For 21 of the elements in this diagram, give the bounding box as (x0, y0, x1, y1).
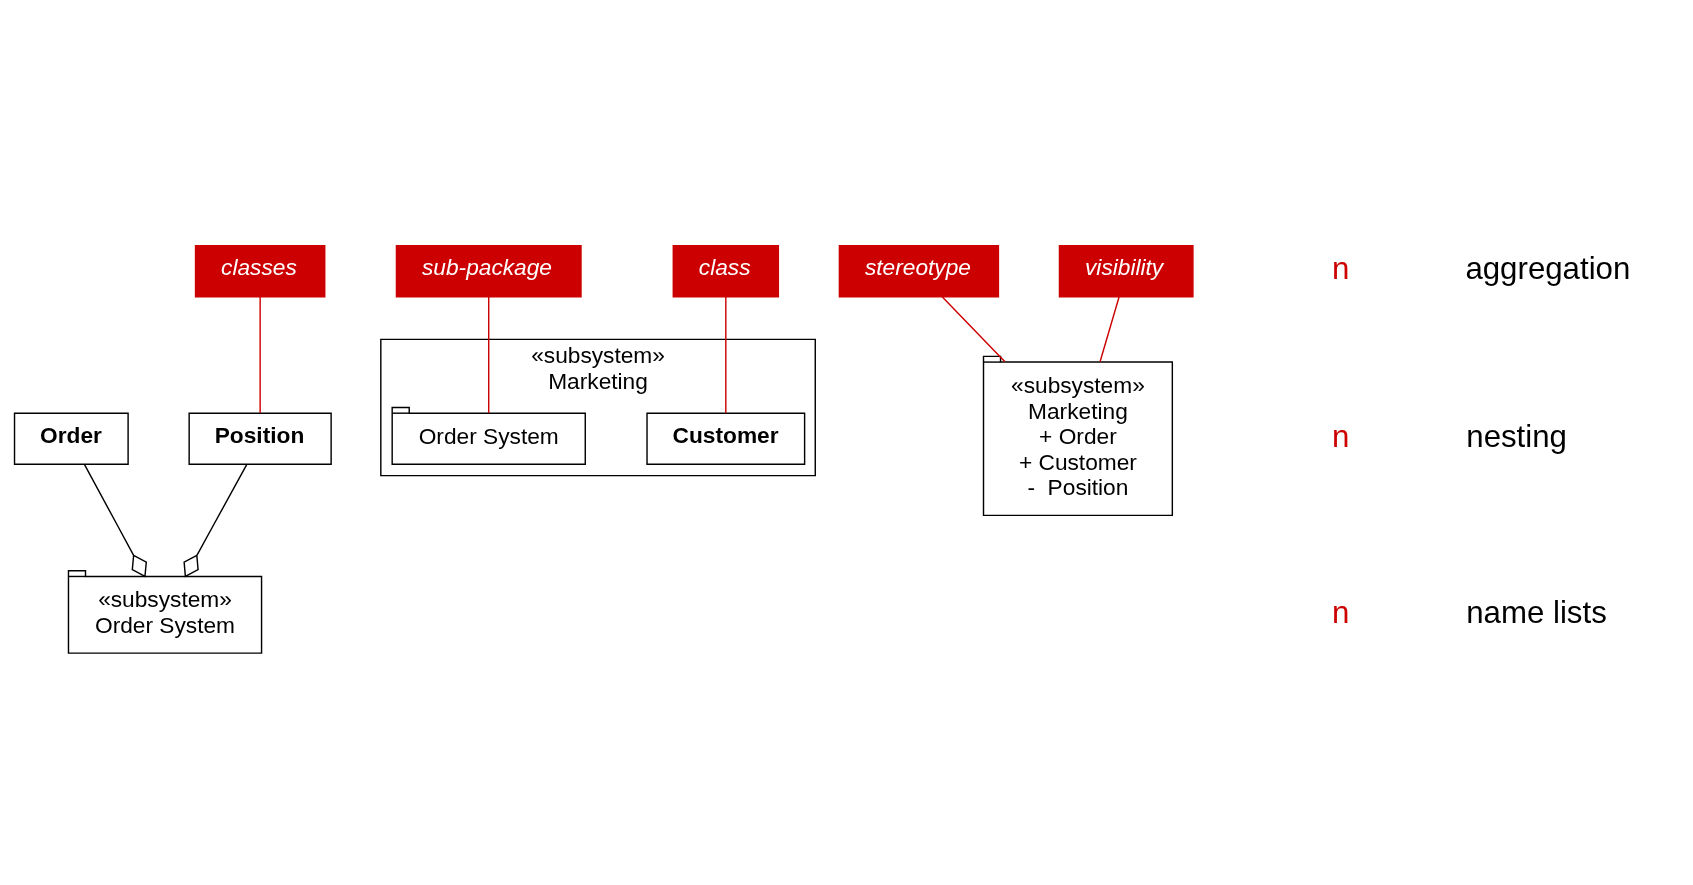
connector (1099, 295, 1120, 363)
connector (941, 295, 1006, 363)
label: n (1331, 418, 1350, 454)
connector (83, 463, 148, 577)
node-box: Customer (646, 412, 806, 465)
node-box: classes (194, 244, 326, 297)
connector (259, 295, 261, 414)
node-box: Order (13, 412, 129, 465)
label: name lists (1466, 594, 1607, 630)
connector (488, 295, 490, 414)
label: nesting (1466, 418, 1567, 454)
connector (725, 295, 727, 414)
label: n (1331, 250, 1350, 286)
node-box: sub-package (395, 244, 582, 297)
node-box: class (672, 244, 780, 297)
node-box: Position (188, 412, 332, 465)
connector (183, 463, 248, 577)
node-box: stereotype (838, 244, 1000, 297)
label: aggregation (1465, 250, 1631, 286)
node-box: visibility (1058, 244, 1194, 297)
label: n (1331, 594, 1350, 630)
